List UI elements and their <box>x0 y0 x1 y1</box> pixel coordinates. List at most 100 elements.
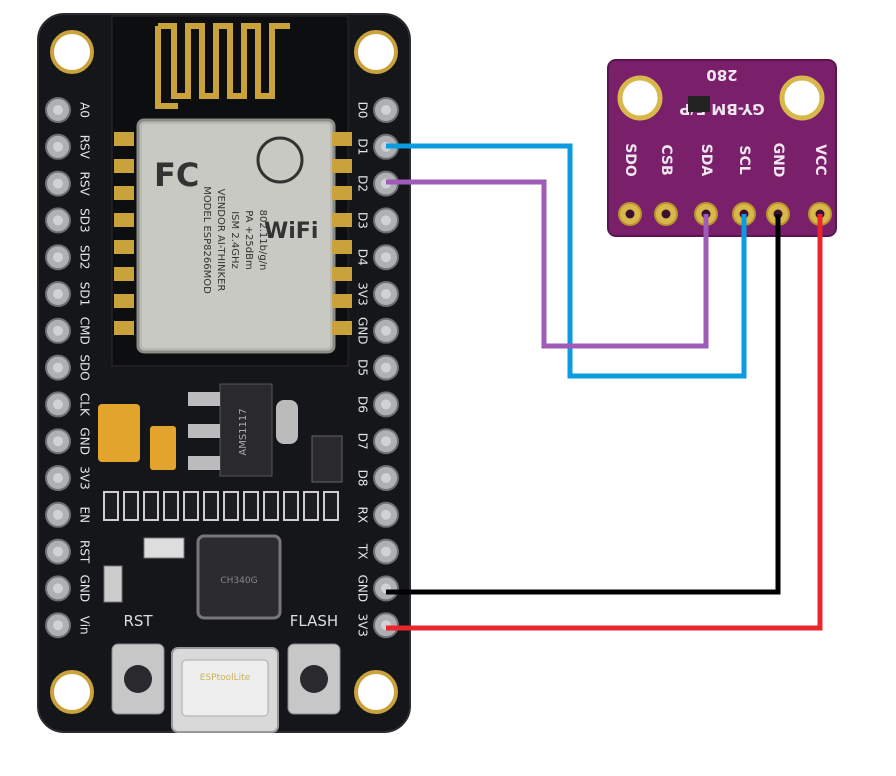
svg-text:CH340G: CH340G <box>220 576 257 586</box>
module-text-line: ISM 2.4GHz <box>229 211 240 269</box>
smd-resistor-row <box>103 491 339 521</box>
pin-hole <box>381 289 391 299</box>
smd-resistor <box>123 491 139 521</box>
pin-label: RST <box>78 540 92 564</box>
smd-resistor <box>183 491 199 521</box>
sensor-pin-label: SCL <box>736 145 752 174</box>
pin-label: D6 <box>356 396 370 413</box>
module-text-line: PA +25dBm <box>243 210 254 269</box>
sensor-pin-label: SDA <box>698 144 714 177</box>
smd-resistor <box>283 491 299 521</box>
sensor-pin-label: SDO <box>622 143 638 177</box>
pin-hole <box>53 399 63 410</box>
pin-hole <box>381 546 391 557</box>
sensor-pin-label: GND <box>770 143 786 178</box>
smd-resistor <box>323 491 339 521</box>
pin-label: GND <box>78 427 92 455</box>
castellation-pad <box>114 267 134 281</box>
pin-label: CLK <box>78 393 92 417</box>
pin-label: D3 <box>356 212 370 229</box>
smd-resistor <box>163 491 179 521</box>
pin-hole <box>381 473 391 483</box>
pin-hole <box>53 178 63 189</box>
pin-label: D5 <box>356 359 370 376</box>
pin-hole <box>381 325 391 336</box>
sensor-model: 280 <box>706 66 737 84</box>
pin-label: D0 <box>356 102 370 119</box>
castellation-pad <box>332 213 352 227</box>
pin-label: Vin <box>78 616 92 635</box>
pin-hole <box>53 252 63 263</box>
castellation-pad <box>114 213 134 227</box>
left-pin-header: A0RSVRSVSD3SD2SD1CMDSDOCLKGND3V3ENRSTGND… <box>45 97 92 639</box>
mounting-hole <box>354 30 398 74</box>
sensor-pin-hole <box>625 209 635 219</box>
pin-hole <box>53 620 63 631</box>
castellation-pad <box>114 240 134 254</box>
pin-label: SD1 <box>78 282 92 307</box>
wire-3v3-to-vcc <box>386 214 823 631</box>
pin-label: D4 <box>356 249 370 266</box>
pin-label: D8 <box>356 470 370 487</box>
castellation-pad <box>332 294 352 308</box>
smd-resistor <box>143 491 159 521</box>
pin-hole <box>53 215 63 226</box>
wire-d2-to-sda <box>386 179 709 349</box>
smd-resistor <box>263 491 279 521</box>
castellation-pad <box>114 321 134 335</box>
wifi-logo: WiFi <box>264 219 318 244</box>
castellation-pad <box>332 159 352 173</box>
castellation-pad <box>114 294 134 308</box>
micro-usb-port: ESPtoolLite <box>171 647 279 733</box>
pin-hole <box>381 509 391 520</box>
pin-label: TX <box>356 543 370 560</box>
castellation-pad <box>332 186 352 200</box>
rst-button[interactable]: RST <box>111 612 165 715</box>
sensor-pin-hole <box>661 209 671 219</box>
smd-resistor <box>223 491 239 521</box>
sensor-pin-label: CSB <box>658 144 674 175</box>
mounting-hole <box>354 670 398 714</box>
pin-label: 3V3 <box>356 282 370 305</box>
diode <box>311 435 343 483</box>
pin-label: SDO <box>78 354 92 380</box>
pin-hole <box>53 473 63 483</box>
module-text-line: 802.11b/g/n <box>257 210 268 271</box>
pin-hole <box>53 362 63 373</box>
castellation-pad <box>332 132 352 146</box>
led <box>143 537 185 559</box>
castellation-pad <box>114 186 134 200</box>
pin-hole <box>381 436 391 447</box>
pin-label: GND <box>78 575 92 603</box>
pin-label: EN <box>78 507 92 524</box>
svg-text:ESPtoolLite: ESPtoolLite <box>200 673 251 683</box>
module-text-line: MODEL ESP8266MOD <box>201 186 212 294</box>
pin-hole <box>53 436 63 447</box>
module-castellations <box>114 132 352 335</box>
pin-label: 3V3 <box>356 613 370 636</box>
castellation-pad <box>114 132 134 146</box>
resistor <box>103 565 123 603</box>
sensor-mounting-hole <box>617 75 663 121</box>
pin-hole <box>381 215 391 226</box>
fc-mark: FC <box>154 156 199 194</box>
pin-hole <box>53 325 63 336</box>
castellation-pad <box>114 159 134 173</box>
capacitor <box>98 404 140 462</box>
smd-resistor <box>203 491 219 521</box>
flash-button[interactable]: FLASH <box>287 612 341 715</box>
pin-label: GND <box>356 317 370 345</box>
ai-logo <box>256 136 304 184</box>
pin-label: D1 <box>356 138 370 155</box>
usb-serial-chip: CH340G <box>196 534 282 620</box>
pin-hole <box>53 583 63 594</box>
voltage-regulator: AMS1117 <box>188 383 298 477</box>
wires <box>386 143 823 631</box>
pin-label: RSV <box>78 135 92 160</box>
flash-label: FLASH <box>290 612 338 630</box>
pin-label: SD3 <box>78 208 92 233</box>
pin-hole <box>381 105 391 115</box>
smd-resistor <box>303 491 319 521</box>
pin-label: D2 <box>356 175 370 192</box>
